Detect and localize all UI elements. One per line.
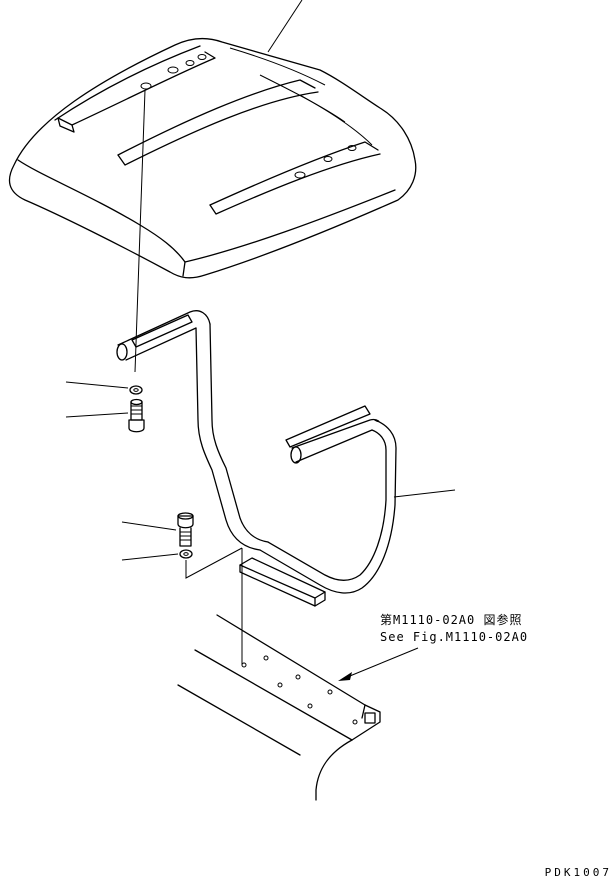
upper-bolt [128, 398, 145, 433]
upper-washer [129, 385, 143, 395]
reference-note-en: See Fig.M1110-02A0 [380, 630, 529, 644]
cab-roof [8, 37, 417, 279]
lower-bolt [177, 512, 194, 547]
reference-arrow-head [338, 672, 352, 681]
washer-leader-line [65, 381, 129, 389]
cab-deck [177, 614, 381, 801]
lower-washer [179, 549, 193, 559]
bolt-leader-line [65, 412, 129, 418]
reference-leader-line [344, 647, 419, 679]
handrail-leader-line [393, 489, 456, 498]
mount-axis-line [134, 89, 146, 373]
lower-washer-leader-line [121, 553, 179, 561]
lower-bolt-leader-line [121, 521, 177, 531]
lower-fastener-link [185, 547, 243, 579]
drawing-code: PDK1007 [544, 866, 612, 879]
reference-note-jp: 第M1110-02A0 図参照 [380, 613, 523, 627]
roof-leader-line [267, 0, 303, 53]
handrail [116, 310, 397, 607]
